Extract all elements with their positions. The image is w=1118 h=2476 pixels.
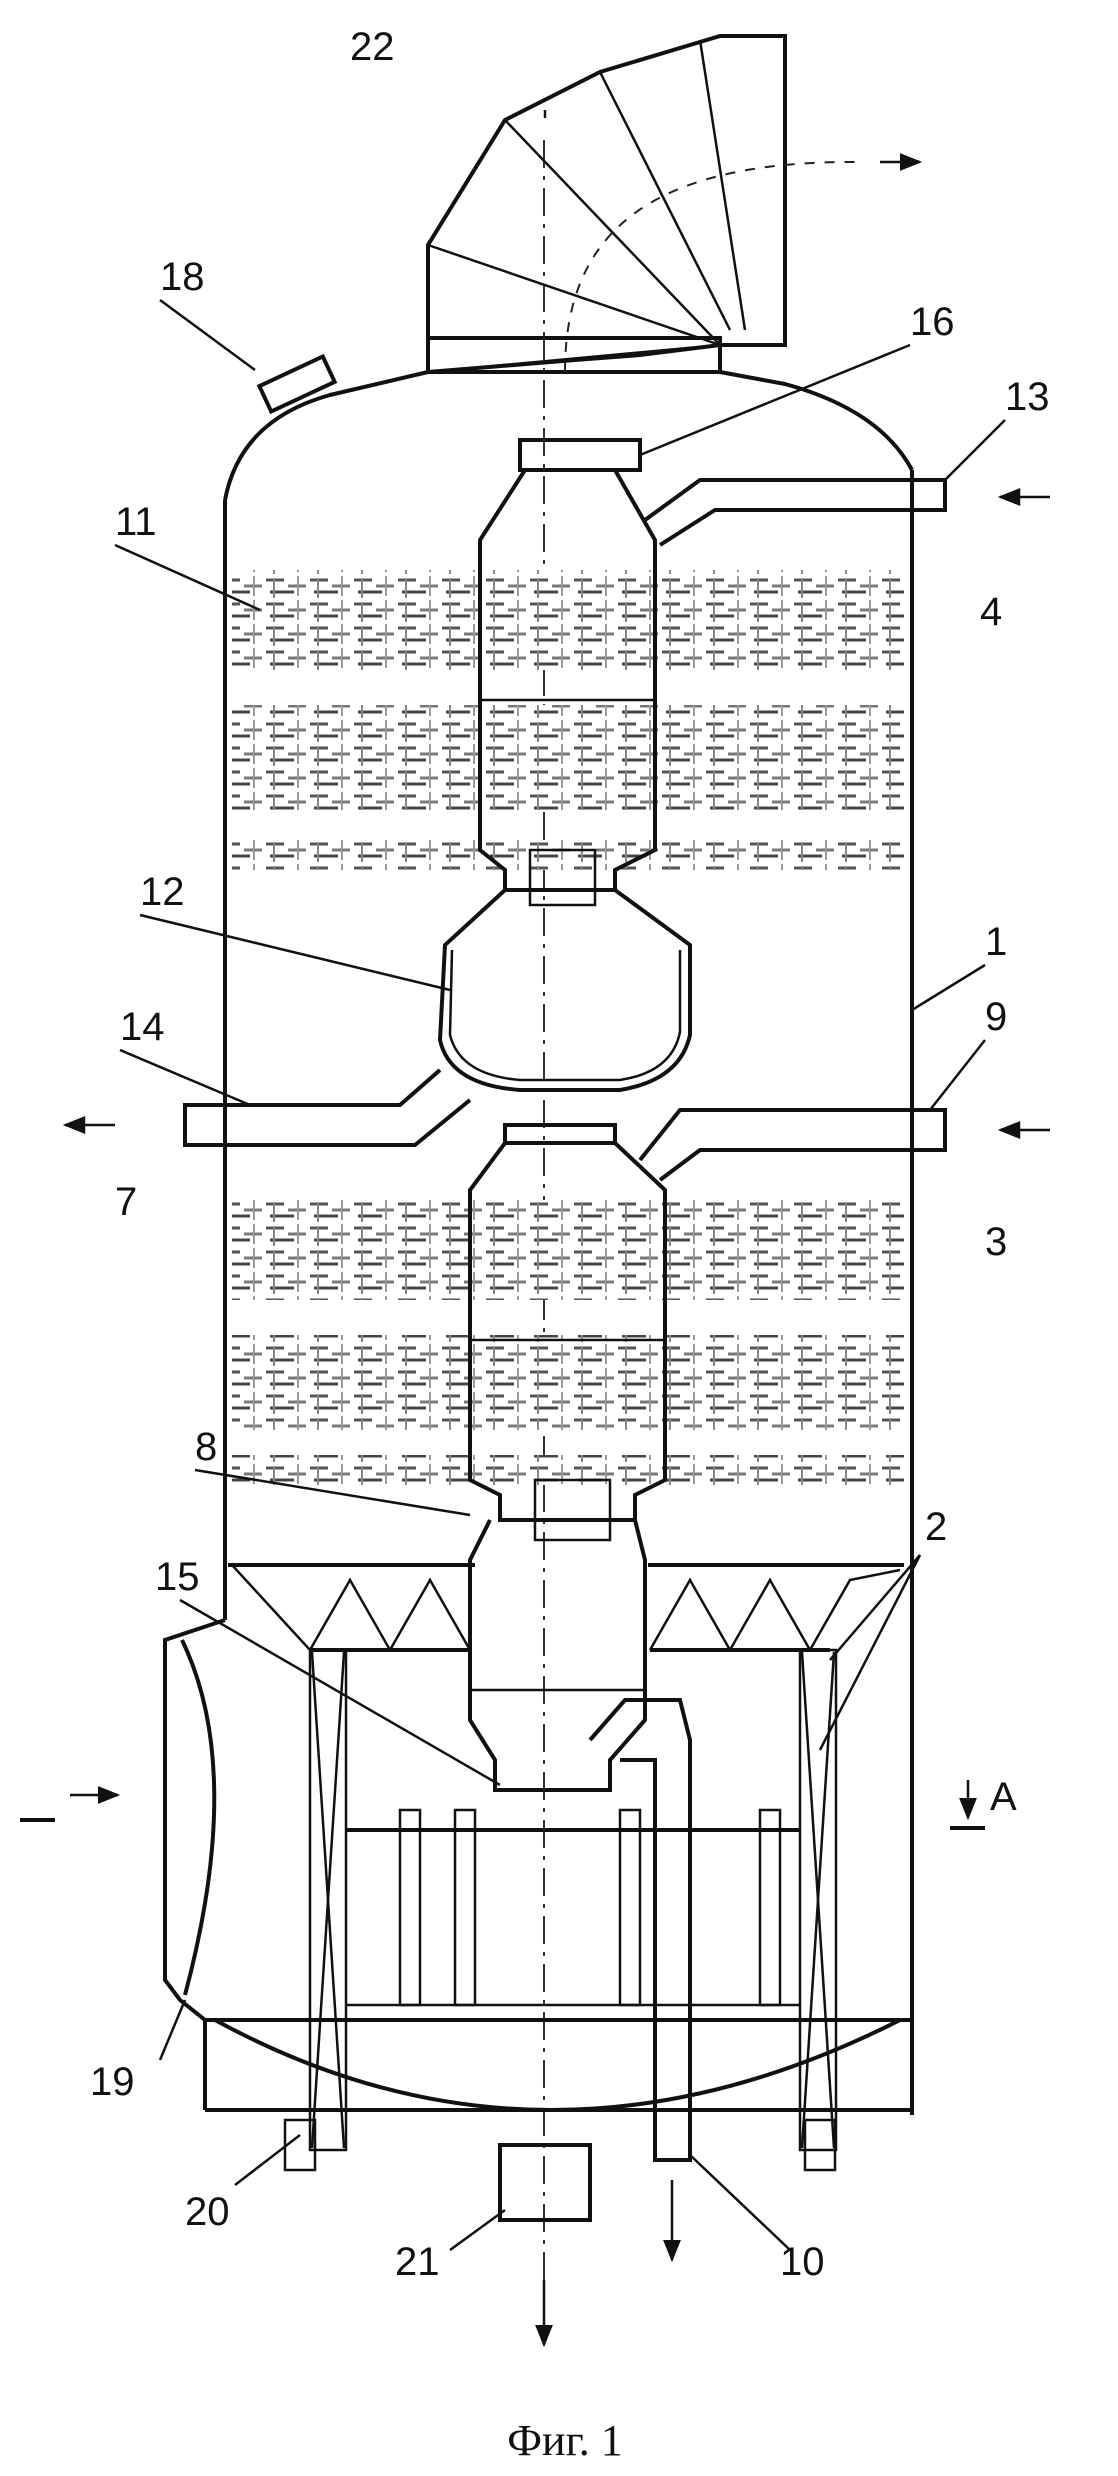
lower-chamber — [308, 1648, 838, 2152]
outlet-21 — [498, 2143, 592, 2222]
callout-15: 15 — [155, 1555, 200, 1599]
leader-lines — [114, 110, 1006, 2252]
distributor-cone — [228, 1563, 904, 1653]
pipe-10 — [588, 1698, 692, 2263]
nozzle-18 — [256, 353, 338, 415]
figure-caption: Фиг. 1 — [507, 2416, 622, 2465]
callout-3: 3 — [985, 1220, 1007, 1264]
packing-upper-3 — [232, 840, 904, 870]
callout-1: 1 — [985, 920, 1007, 964]
lower-vessel — [468, 1123, 667, 1792]
callout-13: 13 — [1005, 375, 1050, 419]
packing-lower-2 — [232, 1335, 904, 1430]
callout-21: 21 — [395, 2240, 440, 2284]
shell — [163, 470, 914, 2115]
shell-top — [223, 353, 914, 501]
callout-18: 18 — [160, 255, 205, 299]
callout-2: 2 — [925, 1505, 947, 1549]
nozzles-middle — [62, 1068, 1050, 1182]
callout-20: 20 — [185, 2190, 230, 2234]
packing-lower-1 — [232, 1200, 904, 1300]
callout-22: 22 — [350, 25, 395, 69]
callout-8: 8 — [195, 1425, 217, 1469]
callout-7: 7 — [115, 1180, 137, 1224]
callout-16: 16 — [910, 300, 955, 344]
callout-4: 4 — [980, 590, 1002, 634]
packing-upper-2 — [232, 705, 904, 810]
section-marks — [20, 1780, 985, 1830]
nozzle-13 — [643, 478, 1050, 547]
outlet-hood — [426, 34, 923, 375]
shell-bottom — [205, 2018, 912, 2348]
upper-vessel — [437, 438, 692, 1092]
callout-14: 14 — [120, 1005, 165, 1049]
callout-11: 11 — [115, 500, 157, 544]
callout-9: 9 — [985, 995, 1007, 1039]
section-mark-a: A — [990, 1775, 1017, 1819]
callout-19: 19 — [90, 2060, 135, 2104]
packing-upper-1 — [232, 570, 904, 670]
callout-12: 12 — [140, 870, 185, 914]
callout-10: 10 — [780, 2240, 825, 2284]
